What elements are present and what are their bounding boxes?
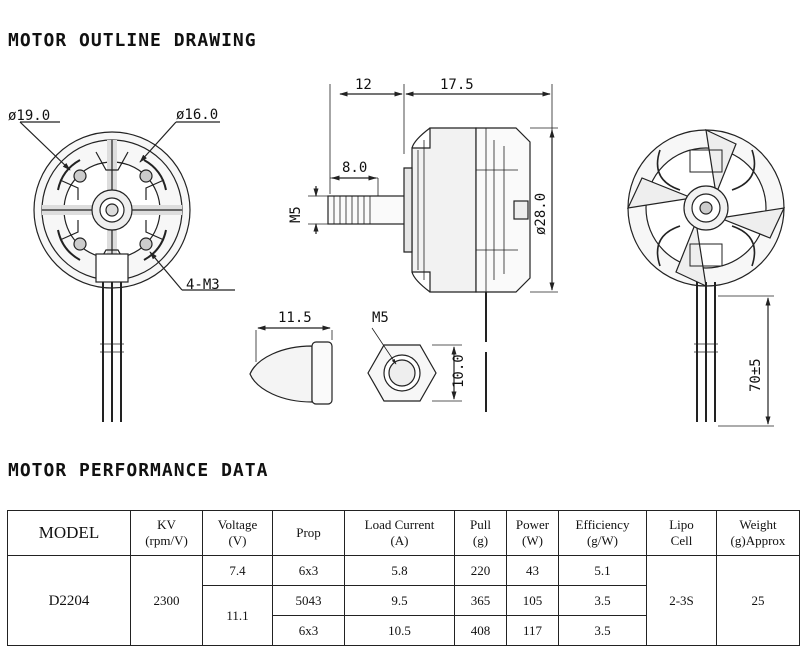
performance-title: MOTOR PERFORMANCE DATA [8,460,269,481]
dim-mount-holes: 4-M3 [186,277,220,293]
table-header-row: MODEL KV(rpm/V) Voltage(V) Prop Load Cur… [7,510,800,556]
dim-lead-length: 70±5 [748,358,764,392]
dim-shaft-m5: M5 [288,206,304,223]
header-voltage: Voltage(V) [202,510,273,556]
dim-length-12: 12 [355,77,372,93]
cell-current: 10.5 [344,615,455,646]
header-efficiency: Efficiency(g/W) [558,510,647,556]
cell-pull: 408 [454,615,507,646]
front-view-dimensions [19,121,235,291]
cell-efficiency: 3.5 [558,585,647,616]
motor-rear-view [626,128,786,422]
dim-length-17-5: 17.5 [440,77,474,93]
outline-title: MOTOR OUTLINE DRAWING [8,30,257,51]
table-row: D2204 2300 7.4 6x3 5.8 220 43 5.1 2-3S 2… [7,555,800,646]
dim-prop-nut-length: 11.5 [278,310,312,326]
cell-power: 117 [506,615,559,646]
dim-nut-thread: M5 [372,310,389,326]
prop-nut-cone [249,325,333,405]
cell-power: 105 [506,585,559,616]
hex-nut [367,327,462,402]
dim-dia-19: ø19.0 [8,108,50,124]
cell-pull: 220 [454,555,507,586]
table-row: 11.1 5043 9.5 365 105 3.5 [8,585,800,646]
header-prop: Prop [272,510,345,556]
cell-prop: 5043 [272,585,345,616]
dim-dia-16: ø16.0 [176,107,218,123]
motor-side-view [327,127,531,412]
cell-efficiency: 5.1 [558,555,647,586]
motor-outline-drawing: ø19.0 ø16.0 4-M3 12 17.5 8.0 M5 ø28.0 [8,77,786,427]
side-view-dimensions [308,84,558,293]
cell-model: D2204 [7,555,131,646]
header-model: MODEL [7,510,131,556]
header-weight: Weight(g)Approx [716,510,800,556]
cell-kv: 2300 [130,555,203,646]
motor-front-view [33,131,191,422]
dim-shaft-8: 8.0 [342,160,367,176]
header-load-current: Load Current(A) [344,510,455,556]
cell-efficiency: 3.5 [558,615,647,646]
cell-prop: 6x3 [272,615,345,646]
dim-dia-28: ø28.0 [533,193,549,235]
cell-pull: 365 [454,585,507,616]
cell-prop: 6x3 [272,555,345,586]
header-power: Power(W) [506,510,559,556]
cell-weight: 25 [716,555,800,646]
cell-lipo: 2-3S [646,555,717,646]
cell-voltage: 11.1 [202,585,273,646]
dim-nut-width: 10.0 [451,354,467,388]
lead-length-dimension [718,295,774,427]
cell-voltage: 7.4 [202,555,273,586]
cell-power: 43 [506,555,559,586]
cell-current: 5.8 [344,555,455,586]
table-row: 6x3 10.5 408 117 3.5 [8,615,800,646]
header-kv: KV(rpm/V) [130,510,203,556]
cell-current: 9.5 [344,585,455,616]
header-pull: Pull(g) [454,510,507,556]
performance-table: MODEL KV(rpm/V) Voltage(V) Prop Load Cur… [7,510,800,646]
